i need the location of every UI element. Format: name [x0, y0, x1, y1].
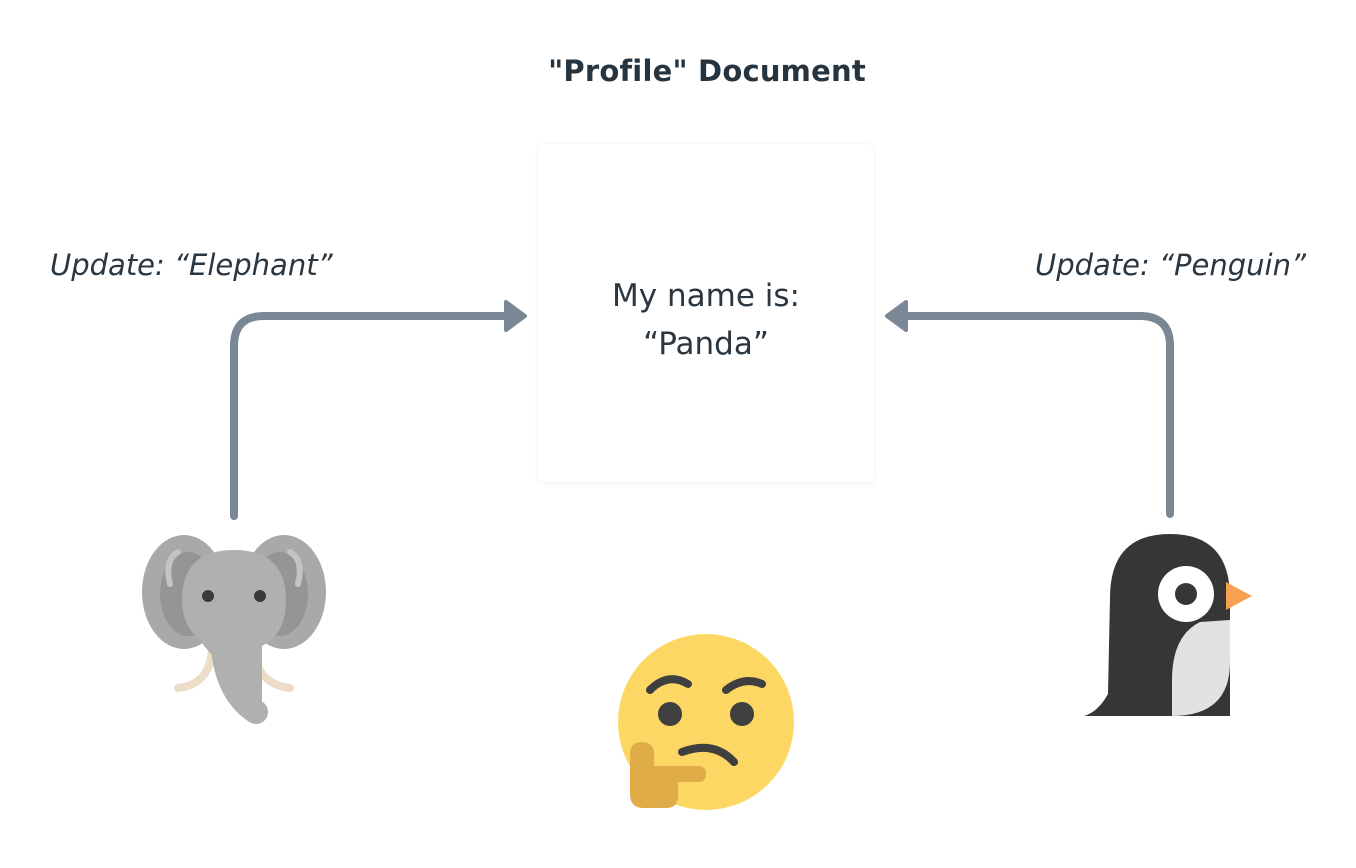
- elephant-update-label: Update: “Elephant”: [50, 248, 333, 282]
- elephant-to-document-arrow: [230, 300, 527, 520]
- document-content: My name is: “Panda”: [538, 272, 874, 368]
- document-line-name-label: My name is:: [612, 278, 800, 314]
- penguin-to-document-arrow: [885, 300, 1174, 518]
- diagram-title: "Profile" Document: [548, 54, 866, 88]
- thinking-face-icon: [618, 634, 794, 810]
- penguin-update-label: Update: “Penguin”: [1035, 248, 1306, 282]
- penguin-icon: [1084, 534, 1252, 716]
- elephant-icon: [142, 535, 326, 724]
- profile-document-card: My name is: “Panda”: [538, 144, 874, 482]
- document-line-name-value: “Panda”: [643, 326, 769, 362]
